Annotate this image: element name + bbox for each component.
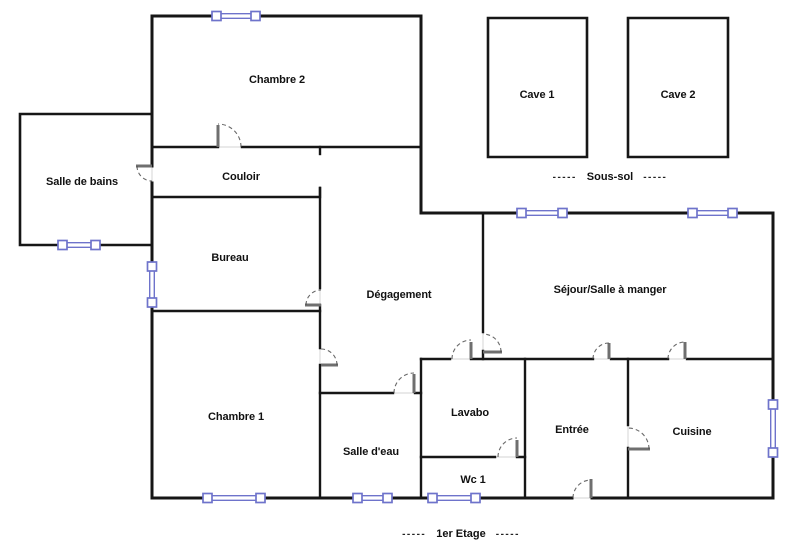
window-sejour-top-2 bbox=[687, 207, 738, 219]
windows-layer bbox=[57, 10, 779, 504]
door-symbol bbox=[305, 289, 322, 307]
room-label-cave-2: Cave 2 bbox=[660, 89, 696, 101]
room-label-bureau: Bureau bbox=[211, 252, 249, 264]
room-label-cave-1: Cave 1 bbox=[519, 89, 555, 101]
door-symbol bbox=[451, 339, 473, 360]
caption-premier-etage: ----- 1er Etage ----- bbox=[402, 528, 520, 540]
door-thresholds bbox=[151, 146, 685, 499]
caption-dashes: ----- bbox=[495, 528, 520, 540]
caption-dashes: ----- bbox=[643, 171, 668, 183]
window-salle-d-eau bbox=[352, 492, 393, 504]
door-symbol bbox=[592, 342, 611, 360]
window-chambre-2-top bbox=[211, 10, 261, 22]
wall bbox=[150, 186, 322, 199]
window-left-wall bbox=[146, 261, 158, 308]
cave-1-outline bbox=[486, 16, 589, 159]
window-salle-de-bains bbox=[57, 239, 101, 251]
interior-walls bbox=[150, 145, 775, 500]
cave-2-outline bbox=[626, 16, 730, 159]
room-label-cuisine: Cuisine bbox=[672, 426, 712, 438]
window-chambre-1-bottom bbox=[202, 492, 266, 504]
room-label-salle-de-bains: Salle de bains bbox=[46, 176, 118, 188]
caption-dashes: ----- bbox=[552, 171, 577, 183]
room-label-wc-1: Wc 1 bbox=[460, 474, 486, 486]
room-label-couloir: Couloir bbox=[222, 171, 260, 183]
doors-layer bbox=[136, 123, 687, 499]
door-symbol bbox=[572, 479, 593, 499]
door-symbol bbox=[320, 348, 338, 367]
room-label-entree: Entrée bbox=[555, 424, 589, 436]
basement-outlines bbox=[486, 16, 730, 159]
room-label-lavabo: Lavabo bbox=[451, 407, 489, 419]
door-symbol bbox=[667, 341, 687, 360]
room-label-chambre-2: Chambre 2 bbox=[249, 74, 305, 86]
window-sejour-top-1 bbox=[516, 207, 568, 219]
door-symbol bbox=[216, 123, 242, 148]
room-label-chambre-1: Chambre 1 bbox=[208, 411, 264, 423]
caption-dashes: ----- bbox=[402, 528, 427, 540]
door-symbol bbox=[627, 427, 650, 451]
door-symbol bbox=[482, 333, 502, 354]
door-symbol bbox=[497, 437, 519, 458]
caption-text-premier-etage: 1er Etage bbox=[436, 528, 486, 540]
wall bbox=[150, 14, 775, 500]
room-label-sejour: Séjour/Salle à manger bbox=[553, 284, 667, 296]
window-wc-bottom bbox=[427, 492, 481, 504]
caption-text-sous-sol: Sous-sol bbox=[586, 171, 634, 183]
door-symbol bbox=[136, 164, 153, 182]
door-symbol bbox=[393, 372, 416, 394]
window-right-wall bbox=[767, 399, 779, 458]
room-label-salle-d-eau: Salle d'eau bbox=[343, 446, 399, 458]
caption-sous-sol: ----- Sous-sol ----- bbox=[553, 171, 668, 183]
room-label-degagement: Dégagement bbox=[366, 289, 432, 301]
